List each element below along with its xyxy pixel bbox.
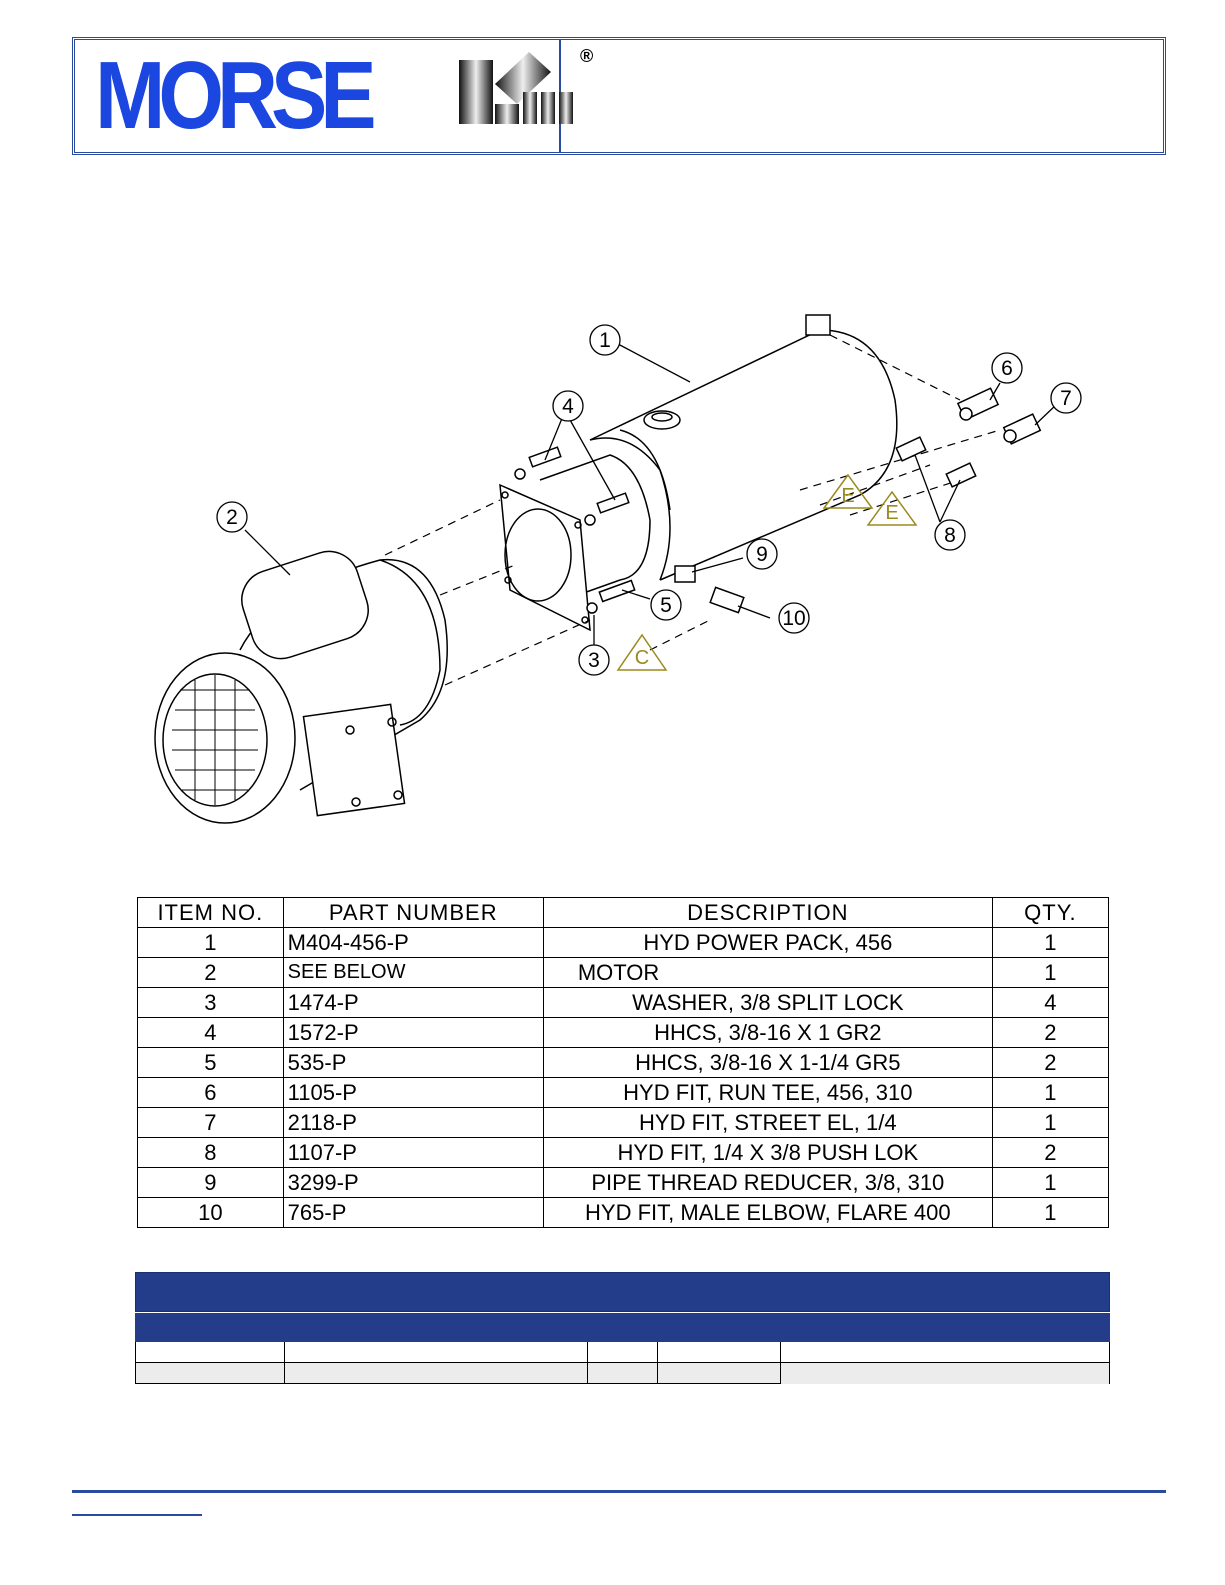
svg-text:6: 6 — [1001, 357, 1013, 380]
assembly-drawing: 1 2 3 4 5 6 7 8 9 10 E E C — [154, 314, 1082, 824]
table-row — [135, 1341, 1110, 1363]
footer-divider — [72, 1490, 1166, 1493]
svg-text:4: 4 — [562, 395, 574, 418]
svg-text:9: 9 — [756, 543, 768, 566]
balloon-6: 6 — [991, 352, 1023, 384]
bolt-4b — [584, 492, 630, 526]
table-row: 7 2118-P HYD FIT, STREET EL, 1/4 1 — [137, 1107, 1110, 1138]
svg-text:1: 1 — [599, 329, 611, 352]
callout-e-2: E — [866, 490, 918, 526]
table-row: 4 1572-P HHCS, 3/8-16 X 1 GR2 2 — [137, 1017, 1110, 1048]
motor-options-header — [135, 1313, 1110, 1342]
page-header: MORSE ® — [72, 37, 1166, 155]
callout-triangles: E E C — [616, 473, 918, 671]
header-description: DESCRIPTION — [542, 897, 993, 928]
table-row: 8 1107-P HYD FIT, 1/4 X 3/8 PUSH LOK 2 — [137, 1137, 1110, 1168]
balloon-4: 4 — [552, 390, 584, 422]
item-balloons: 1 2 3 4 5 6 7 8 9 10 — [216, 324, 1082, 676]
svg-text:E: E — [841, 485, 854, 507]
tank-cap — [805, 314, 831, 336]
table-row: 2 SEE BELOW MOTOR 1 — [137, 957, 1110, 988]
tank-body — [589, 329, 898, 581]
callout-e-1: E — [822, 473, 874, 509]
balloon-10: 10 — [778, 602, 810, 634]
table-row: 3 1474-P WASHER, 3/8 SPLIT LOCK 4 — [137, 987, 1110, 1018]
header-part-number: PART NUMBER — [282, 897, 544, 928]
fitting-8b — [945, 462, 977, 488]
svg-text:3: 3 — [588, 649, 600, 672]
mounting-flange — [499, 483, 591, 632]
bolt-5 — [586, 579, 636, 614]
motor-options-table — [135, 1313, 1110, 1384]
balloon-9: 9 — [746, 538, 778, 570]
svg-text:8: 8 — [944, 524, 956, 547]
fitting-8a — [895, 436, 927, 462]
balloon-7: 7 — [1050, 382, 1082, 414]
table-row: 6 1105-P HYD FIT, RUN TEE, 456, 310 1 — [137, 1077, 1110, 1108]
header-title-cell — [561, 40, 1163, 152]
fitting-10 — [709, 586, 745, 614]
table-row: 10 765-P HYD FIT, MALE ELBOW, FLARE 400 … — [137, 1197, 1110, 1228]
bolt-4a — [514, 446, 562, 480]
company-logo: MORSE — [95, 42, 377, 149]
parts-list-table: ITEM NO. PART NUMBER DESCRIPTION QTY. 1 … — [137, 897, 1110, 1228]
header-qty: QTY. — [991, 897, 1110, 928]
table-row: 1 M404-456-P HYD POWER PACK, 456 1 — [137, 927, 1110, 958]
exploded-assembly-diagram: 1 2 3 4 5 6 7 8 9 10 E E C — [0, 290, 1225, 850]
fitting-7 — [1002, 413, 1042, 445]
logo-mark-icon — [459, 52, 573, 124]
balloon-5: 5 — [650, 589, 682, 621]
table-row: 9 3299-P PIPE THREAD REDUCER, 3/8, 310 1 — [137, 1167, 1110, 1198]
svg-text:5: 5 — [660, 594, 672, 617]
svg-text:2: 2 — [226, 506, 238, 529]
motor-capacitor — [241, 550, 369, 660]
motor-fan-cover — [154, 652, 296, 824]
footer-link-underline[interactable] — [72, 1514, 202, 1516]
logo-cell: MORSE ® — [75, 40, 593, 152]
callout-c: C — [616, 633, 668, 671]
fitting-6 — [956, 387, 1000, 421]
fitting-9 — [674, 565, 696, 583]
balloon-1: 1 — [589, 324, 621, 356]
junction-box — [302, 703, 406, 817]
balloon-3: 3 — [578, 644, 610, 676]
table-row — [135, 1362, 1110, 1384]
svg-text:7: 7 — [1060, 387, 1072, 410]
svg-text:10: 10 — [782, 607, 805, 630]
table-row: 5 535-P HHCS, 3/8-16 X 1-1/4 GR5 2 — [137, 1047, 1110, 1078]
svg-text:E: E — [885, 502, 898, 524]
balloon-2: 2 — [216, 501, 248, 533]
motor-options-banner — [135, 1272, 1110, 1312]
parts-table-header: ITEM NO. PART NUMBER DESCRIPTION QTY. — [137, 897, 1110, 928]
balloon-8: 8 — [934, 519, 966, 551]
svg-text:C: C — [635, 647, 649, 669]
registered-mark: ® — [580, 46, 594, 66]
header-item-no: ITEM NO. — [137, 897, 284, 928]
